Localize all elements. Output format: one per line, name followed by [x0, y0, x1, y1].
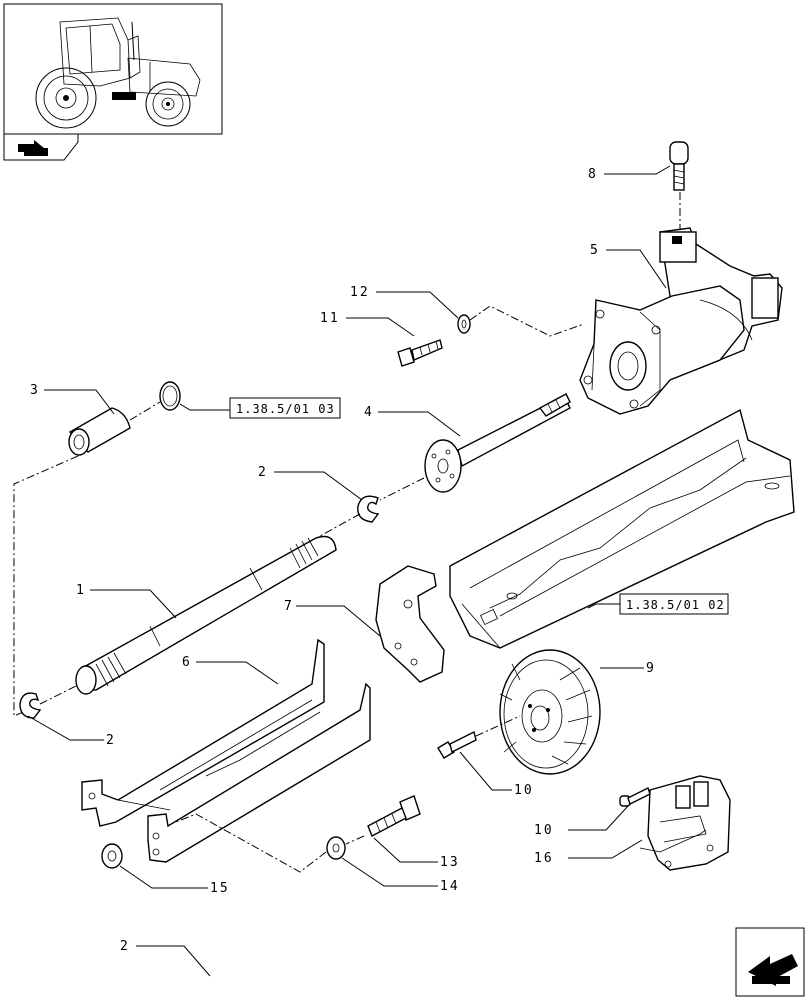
- callout-14: 14: [440, 879, 460, 894]
- guard-part-6: [81, 638, 371, 863]
- circlip-part-2-lower: [19, 692, 42, 719]
- circlip-part-2-upper: [357, 495, 380, 523]
- callout-4: 4: [364, 405, 374, 420]
- leader-lines: [27, 165, 671, 977]
- washer-part-12: [457, 314, 471, 334]
- callout-2-bottom: 2: [120, 939, 130, 954]
- bolt-part-10-lower: [437, 730, 477, 759]
- callout-7: 7: [284, 599, 294, 614]
- callout-11: 11: [320, 311, 340, 326]
- reference-text-2: 1.38.5/01 02: [626, 598, 725, 612]
- caliper-part-16: [639, 775, 731, 871]
- o-ring-part: [159, 381, 181, 411]
- reference-text-1: 1.38.5/01 03: [236, 402, 335, 416]
- washer-part-15: [101, 843, 123, 869]
- section-arrow-icon[interactable]: [3, 134, 79, 161]
- bolt-part-11: [397, 339, 443, 367]
- callout-16: 16: [534, 851, 554, 866]
- callout-13: 13: [440, 855, 460, 870]
- reference-box-1[interactable]: 1.38.5/01 03: [229, 397, 341, 419]
- callout-15: 15: [210, 881, 230, 896]
- channel-bracket: [449, 408, 795, 649]
- reference-box-2[interactable]: 1.38.5/01 02: [619, 593, 729, 615]
- tractor-thumbnail-icon[interactable]: [3, 3, 223, 135]
- callout-10-upper: 10: [534, 823, 554, 838]
- callout-3: 3: [30, 383, 40, 398]
- bracket-part-7: [375, 565, 445, 683]
- callout-2-lower: 2: [106, 733, 116, 748]
- callout-1: 1: [76, 583, 86, 598]
- washer-part-14: [326, 836, 346, 860]
- callout-12: 12: [350, 285, 370, 300]
- sleeve-part-3: [68, 407, 131, 456]
- shaft-part-4: [424, 393, 571, 493]
- splined-shaft-part-1: [75, 535, 337, 695]
- callout-8: 8: [588, 167, 598, 182]
- callout-6: 6: [182, 655, 192, 670]
- callout-10-lower: 10: [514, 783, 534, 798]
- callout-9: 9: [646, 661, 656, 676]
- callout-5: 5: [590, 243, 600, 258]
- pulley-part-9: [499, 649, 601, 775]
- housing-part-5: [579, 227, 783, 415]
- navigate-previous-arrow-icon[interactable]: [735, 927, 805, 997]
- bolt-part-13: [367, 795, 421, 837]
- callout-2-upper: 2: [258, 465, 268, 480]
- callout-labels: 8 5 12 11 3 4 2 1 7 6 9 2 10 10 16 13 14…: [30, 167, 656, 954]
- bolt-part-8: [669, 141, 689, 191]
- bolt-part-10-upper: [619, 787, 651, 807]
